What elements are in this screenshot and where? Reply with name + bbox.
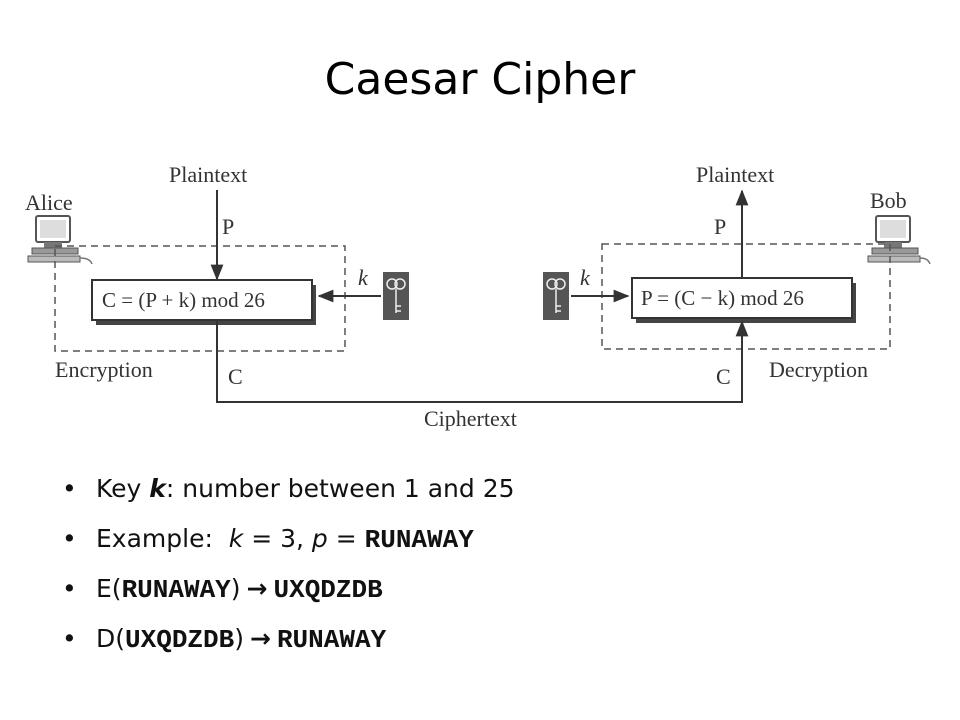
bullet-decrypt-arg: UXQDZDB	[125, 625, 235, 655]
plaintext-output-label: Plaintext	[696, 162, 774, 187]
bullet-list: Key k: number between 1 and 25 Example: …	[62, 470, 515, 670]
ciphertext-path	[216, 320, 749, 403]
right-arrow-icon: →	[250, 624, 271, 653]
p-input-label: P	[222, 214, 234, 239]
k-right-label: k	[580, 265, 591, 290]
caesar-cipher-diagram: Alice Bob Plaintext P C = (P + k) mod 26	[25, 162, 931, 431]
bullet-decrypt: D(UXQDZDB)→RUNAWAY	[62, 620, 515, 670]
right-arrow-icon: →	[246, 574, 268, 603]
c-right-label: C	[716, 364, 731, 389]
bullet-example-p: p	[311, 524, 328, 553]
encryption-formula: C = (P + k) mod 26	[102, 288, 265, 312]
encryption-label: Encryption	[55, 357, 153, 382]
decryption-label: Decryption	[769, 357, 868, 382]
bullet-decrypt-close: )	[234, 624, 244, 653]
bullet-encrypt-close: )	[230, 574, 241, 603]
k-left-label: k	[358, 265, 369, 290]
bullet-key-prefix: Key	[96, 474, 150, 503]
c-left-label: C	[228, 364, 243, 389]
decryption-box	[631, 277, 853, 319]
bullet-example: Example: k = 3, p = RUNAWAY	[62, 520, 515, 570]
key-right-icon	[543, 272, 569, 320]
bullet-encrypt-arg: RUNAWAY	[121, 575, 231, 605]
bullet-example-prefix: Example:	[96, 524, 229, 553]
p-output-label: P	[714, 214, 726, 239]
encryption-box	[91, 279, 313, 321]
bullet-decrypt-result: RUNAWAY	[276, 625, 387, 655]
alice-computer-icon	[27, 215, 93, 265]
bullet-key: Key k: number between 1 and 25	[62, 470, 515, 520]
ciphertext-label: Ciphertext	[424, 406, 517, 431]
bullet-example-word: RUNAWAY	[364, 525, 474, 555]
encryption-region	[54, 245, 346, 352]
bullet-example-eq: =	[327, 524, 365, 553]
bullet-encrypt-fn: E(	[96, 574, 122, 603]
slide-title: Caesar Cipher	[324, 54, 636, 105]
bullet-encrypt: E(RUNAWAY)→UXQDZDB	[62, 570, 515, 620]
plaintext-input-label: Plaintext	[169, 162, 247, 187]
bullet-decrypt-fn: D(	[96, 624, 126, 653]
decryption-formula: P = (C − k) mod 26	[641, 286, 804, 310]
bullet-example-k: k	[228, 524, 244, 553]
bob-computer-icon	[867, 215, 931, 265]
bob-label: Bob	[870, 188, 907, 213]
bullet-example-mid: = 3,	[243, 524, 312, 553]
bullet-key-k: k	[149, 474, 166, 503]
bullet-key-rest: : number between 1 and 25	[165, 474, 515, 503]
key-left-icon	[383, 272, 409, 320]
alice-label: Alice	[25, 190, 73, 215]
bullet-encrypt-result: UXQDZDB	[273, 575, 383, 605]
